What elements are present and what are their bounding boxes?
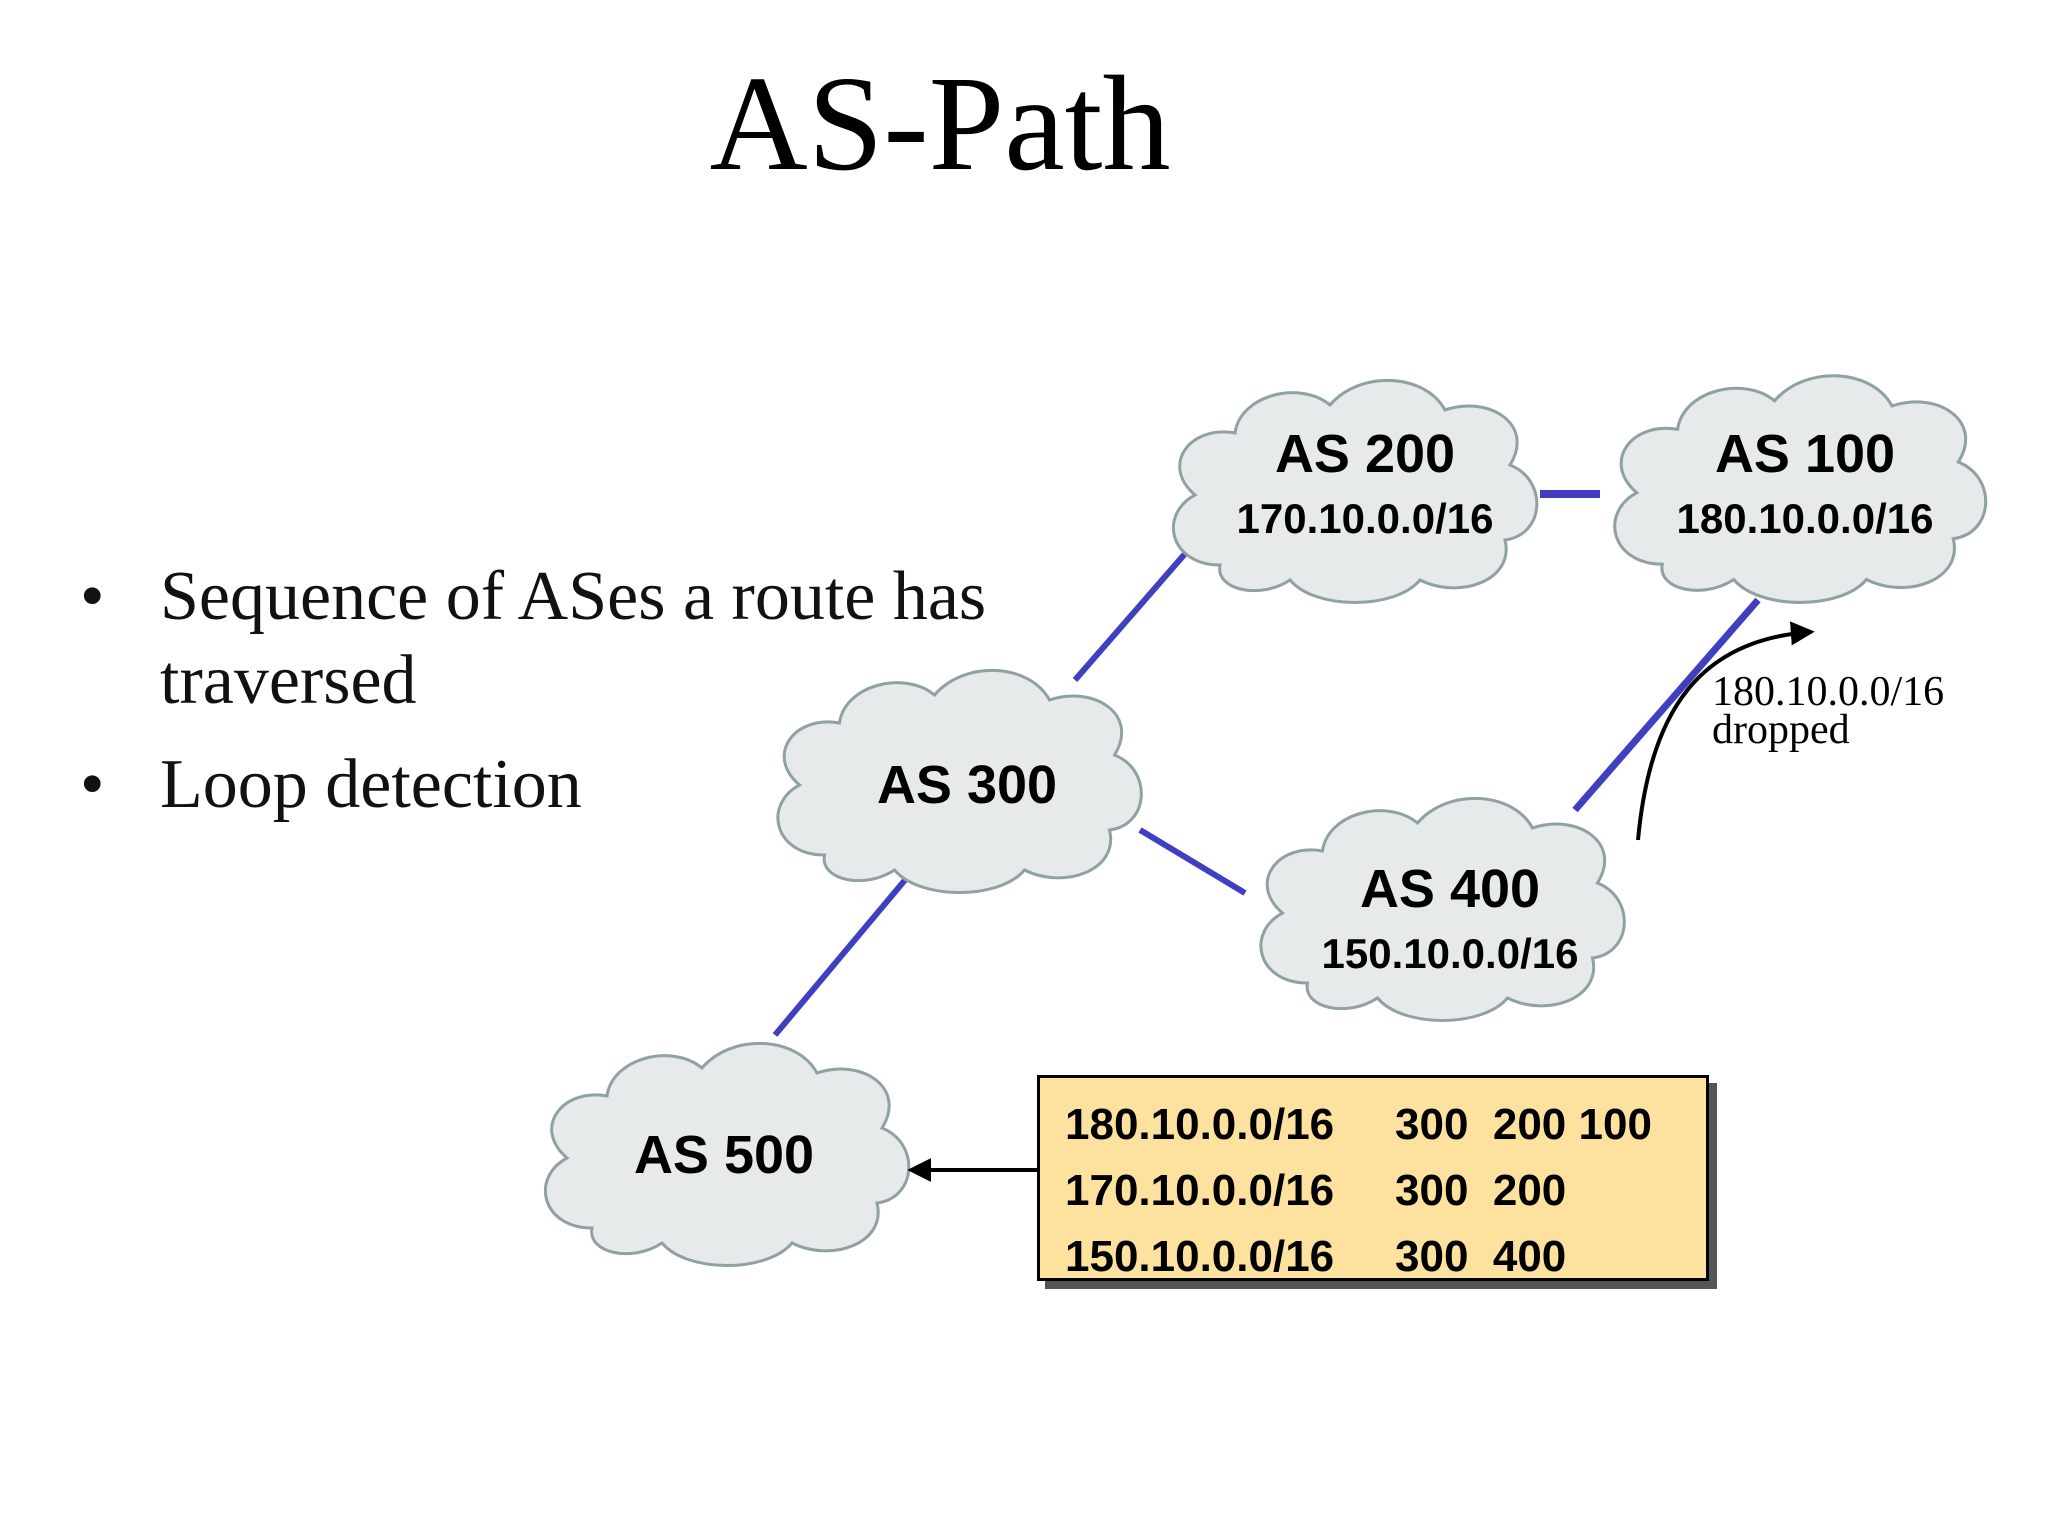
cloud-as400-network: 150.10.0.0/16 [1322,930,1579,977]
link-as300-as500 [772,878,908,1037]
route-network: 150.10.0.0/16 [1065,1232,1335,1281]
cloud-as200-name: AS 200 [1275,424,1455,484]
dropped-network: 180.10.0.0/16 [1712,669,1944,715]
table-row: 180.10.0.0/16 300 200 100 [1065,1092,1706,1158]
cloud-as200-network: 170.10.0.0/16 [1237,495,1494,542]
bullet-text: Sequence of ASes a route has traversed [160,558,987,719]
link-as300-as400 [1138,827,1247,896]
cloud-as300: AS 300 [776,668,1143,895]
bullet-text: Loop detection [160,746,582,823]
bullet-list: • Sequence of ASes a route has traversed… [80,555,1060,847]
route-network: 180.10.0.0/16 [1065,1100,1335,1149]
link-as300-as200 [1072,546,1193,682]
bullet-item: • Sequence of ASes a route has traversed [80,555,1060,723]
bullet-item: • Loop detection [80,743,1060,827]
table-row: 170.10.0.0/16 300 200 [1065,1158,1706,1224]
route-as-path: 300 200 100 [1395,1100,1652,1149]
cloud-as400: AS 400 150.10.0.0/16 [1259,796,1626,1023]
bullet-marker: • [80,746,105,823]
bullet-marker: • [80,558,105,635]
cloud-as500-name: AS 500 [634,1125,814,1185]
cloud-as100-network: 180.10.0.0/16 [1677,495,1934,542]
cloud-as300-name: AS 300 [877,755,1057,815]
dropped-arrow [1636,621,1815,841]
dropped-label: dropped [1712,707,1850,753]
slide-title: AS-Path [709,49,1171,199]
cloud-as500: AS 500 [543,1041,911,1267]
route-network: 170.10.0.0/16 [1065,1166,1335,1215]
cloud-as100-name: AS 100 [1715,424,1895,484]
table-row: 150.10.0.0/16 300 400 [1065,1224,1706,1290]
as500-routing-table: 180.10.0.0/16 300 200 100 170.10.0.0/16 … [1037,1075,1709,1281]
route-as-path: 300 400 [1395,1232,1567,1281]
route-as-path: 300 200 [1395,1166,1567,1215]
as-links [772,490,1761,1037]
cloud-as100: AS 100 180.10.0.0/16 [1613,374,1988,604]
cloud-as200: AS 200 170.10.0.0/16 [1171,378,1539,604]
link-as400-as100 [1572,597,1761,813]
cloud-as400-name: AS 400 [1360,859,1540,919]
